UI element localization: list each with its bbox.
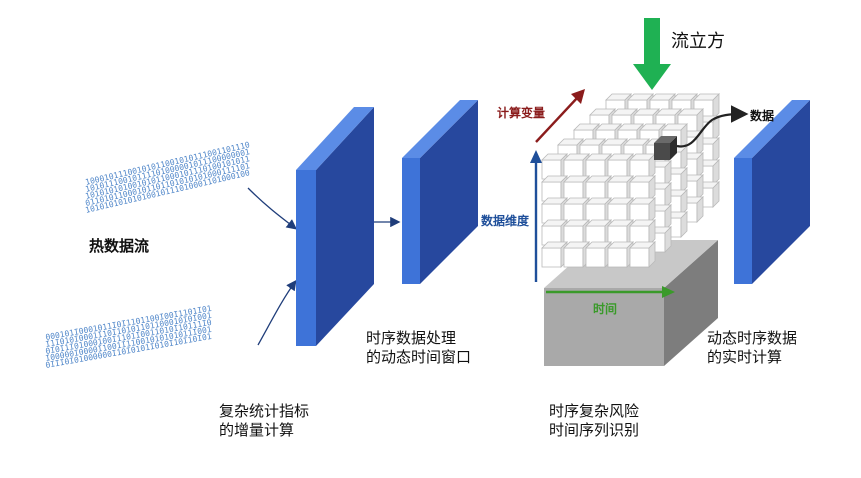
data-dimension-arrow	[530, 150, 542, 282]
realtime-caption-line1: 动态时序数据	[707, 329, 798, 347]
grid-cube	[629, 175, 656, 202]
grid-cube	[629, 153, 656, 180]
stream-cube-grid	[541, 93, 720, 268]
realtime-output-panel	[734, 100, 810, 284]
time-window-panel	[402, 100, 478, 284]
grid-cube	[607, 219, 634, 246]
hot-data-stream-label: 热数据流	[89, 237, 150, 255]
grid-cube	[629, 241, 656, 268]
incremental-compute-panel	[296, 107, 374, 346]
grid-cube	[563, 197, 590, 224]
grid-cube	[541, 197, 568, 224]
realtime-caption-line2: 的实时计算	[707, 348, 783, 366]
grid-cube	[585, 241, 612, 268]
grid-cube	[563, 219, 590, 246]
window-caption-line1: 时序数据处理	[366, 329, 457, 347]
grid-cube	[585, 175, 612, 202]
grid-cube	[563, 153, 590, 180]
grid-cube	[629, 219, 656, 246]
grid-cube	[541, 175, 568, 202]
grid-cube	[585, 153, 612, 180]
grid-cube	[585, 197, 612, 224]
data-output-label: 数据	[750, 109, 775, 123]
time-axis-label: 时间	[593, 302, 618, 316]
highlighted-data-cube	[654, 136, 677, 160]
metrics-caption-line2: 的增量计算	[219, 421, 295, 439]
grid-cube	[541, 153, 568, 180]
data-output-arrow	[676, 105, 749, 148]
grid-cube	[607, 241, 634, 268]
window-caption-line2: 的动态时间窗口	[366, 348, 472, 366]
grid-cube	[607, 153, 634, 180]
grid-cube	[563, 175, 590, 202]
grid-cube	[563, 241, 590, 268]
risk-caption-line1: 时序复杂风险	[549, 402, 640, 420]
metrics-caption-line1: 复杂统计指标	[219, 402, 310, 420]
grid-cube	[607, 175, 634, 202]
binary-stream-upper: 1000101110010101100101011100110111010101…	[84, 140, 250, 215]
grid-cube	[607, 197, 634, 224]
grid-cube	[541, 219, 568, 246]
grid-cube	[585, 219, 612, 246]
compute-variable-arrow	[535, 89, 585, 143]
grid-cube	[541, 241, 568, 268]
compute-variable-label: 计算变量	[497, 106, 546, 120]
stream-cube-label: 流立方	[671, 31, 725, 52]
stream-cube-input-arrow	[633, 18, 671, 90]
grid-cube	[629, 197, 656, 224]
time-arrow	[546, 286, 675, 298]
risk-caption-line2: 时间序列识别	[549, 421, 640, 439]
data-dimension-label: 数据维度	[481, 214, 530, 228]
binary-stream-lower: 000101I0001011I0I1101100I00I1101I01I1I01…	[45, 304, 213, 370]
